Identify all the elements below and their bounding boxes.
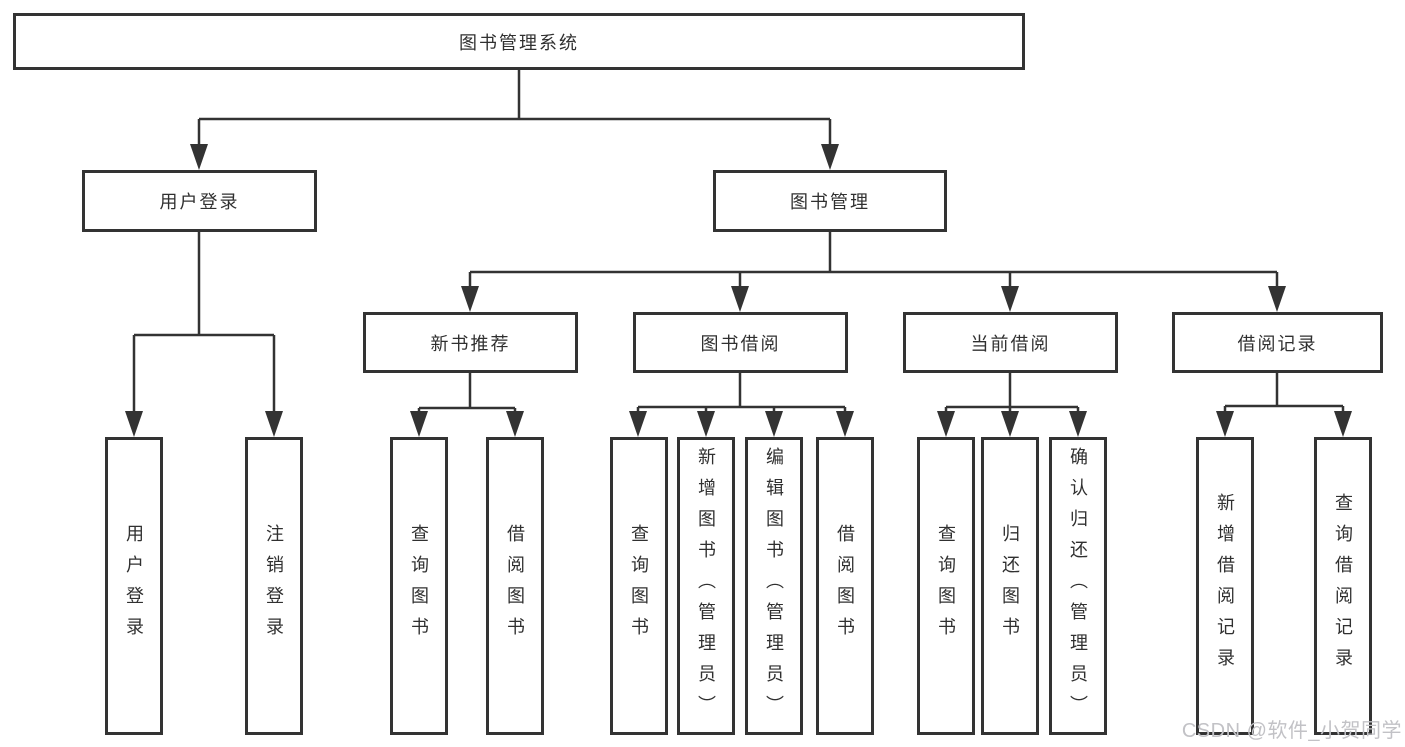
leaf-borrow-books-newbooks: 借阅图书 <box>486 437 544 735</box>
leaf-query-books-current: 查询图书 <box>917 437 975 735</box>
node-book-management-label: 图书管理 <box>790 192 870 212</box>
leaf-query-books-newbooks: 查询图书 <box>390 437 448 735</box>
node-root-label: 图书管理系统 <box>459 32 579 53</box>
arrowhead-icon <box>125 411 143 437</box>
arrowhead-icon <box>461 286 479 312</box>
arrowhead-icon <box>629 411 647 437</box>
connector-book-borrow-children <box>629 373 854 437</box>
connector-borrow-records-children <box>1216 373 1352 437</box>
arrowhead-icon <box>1001 286 1019 312</box>
leaf-add-book-admin-label: 新增图书（管理员） <box>696 446 716 726</box>
connector-user-login-children <box>125 232 283 437</box>
leaf-query-books-current-label: 查询图书 <box>936 524 956 648</box>
arrowhead-icon <box>1216 411 1234 437</box>
leaf-add-borrow-record-label: 新增借阅记录 <box>1215 493 1235 679</box>
node-book-borrowing-label: 图书借阅 <box>700 333 781 354</box>
leaf-confirm-return-admin: 确认归还（管理员） <box>1049 437 1107 735</box>
arrowhead-icon <box>765 411 783 437</box>
node-book-management: 图书管理 <box>713 170 947 232</box>
node-book-borrowing: 图书借阅 <box>633 312 848 373</box>
leaf-query-books-newbooks-label: 查询图书 <box>409 524 429 648</box>
arrowhead-icon <box>731 286 749 312</box>
watermark-text: CSDN @软件_小贺同学 <box>1181 720 1402 742</box>
connector-book-mgmt-children <box>461 232 1286 312</box>
leaf-logout-login-label: 注销登录 <box>264 524 284 648</box>
leaf-add-borrow-record: 新增借阅记录 <box>1196 437 1254 735</box>
leaf-user-login: 用户登录 <box>105 437 163 735</box>
node-current-borrowing: 当前借阅 <box>903 312 1118 373</box>
arrowhead-icon <box>1069 411 1087 437</box>
arrowhead-icon <box>697 411 715 437</box>
leaf-query-books-borrowing-label: 查询图书 <box>629 524 649 648</box>
leaf-query-books-borrowing: 查询图书 <box>610 437 668 735</box>
leaf-add-book-admin: 新增图书（管理员） <box>677 437 735 735</box>
arrowhead-icon <box>1268 286 1286 312</box>
arrowhead-icon <box>410 411 428 437</box>
connector-current-borrow-children <box>937 373 1087 437</box>
leaf-confirm-return-admin-label: 确认归还（管理员） <box>1068 446 1088 726</box>
arrowhead-icon <box>506 411 524 437</box>
node-user-login-label: 用户登录 <box>159 192 240 212</box>
leaf-query-borrow-record: 查询借阅记录 <box>1314 437 1372 735</box>
node-root-system: 图书管理系统 <box>13 13 1025 70</box>
leaf-query-borrow-record-label: 查询借阅记录 <box>1333 493 1353 679</box>
node-borrowing-records: 借阅记录 <box>1172 312 1383 373</box>
leaf-edit-book-admin: 编辑图书（管理员） <box>745 437 803 735</box>
node-new-book-recommendation: 新书推荐 <box>363 312 578 373</box>
leaf-logout-login: 注销登录 <box>245 437 303 735</box>
node-user-login: 用户登录 <box>82 170 317 232</box>
node-new-book-recommendation-label: 新书推荐 <box>430 333 511 354</box>
connector-new-books-children <box>410 373 524 437</box>
arrowhead-icon <box>190 144 208 170</box>
arrowhead-icon <box>265 411 283 437</box>
connector-root-to-level2 <box>190 70 839 170</box>
leaf-borrow-books-borrowing: 借阅图书 <box>816 437 874 735</box>
leaf-return-book-label: 归还图书 <box>1000 524 1020 648</box>
leaf-edit-book-admin-label: 编辑图书（管理员） <box>764 446 784 726</box>
leaf-user-login-label: 用户登录 <box>124 524 144 648</box>
node-current-borrowing-label: 当前借阅 <box>970 333 1051 354</box>
leaf-borrow-books-newbooks-label: 借阅图书 <box>505 524 525 648</box>
arrowhead-icon <box>937 411 955 437</box>
arrowhead-icon <box>836 411 854 437</box>
leaf-borrow-books-borrowing-label: 借阅图书 <box>835 524 855 648</box>
arrowhead-icon <box>821 144 839 170</box>
arrowhead-icon <box>1334 411 1352 437</box>
leaf-return-book: 归还图书 <box>981 437 1039 735</box>
arrowhead-icon <box>1001 411 1019 437</box>
node-borrowing-records-label: 借阅记录 <box>1237 333 1318 354</box>
